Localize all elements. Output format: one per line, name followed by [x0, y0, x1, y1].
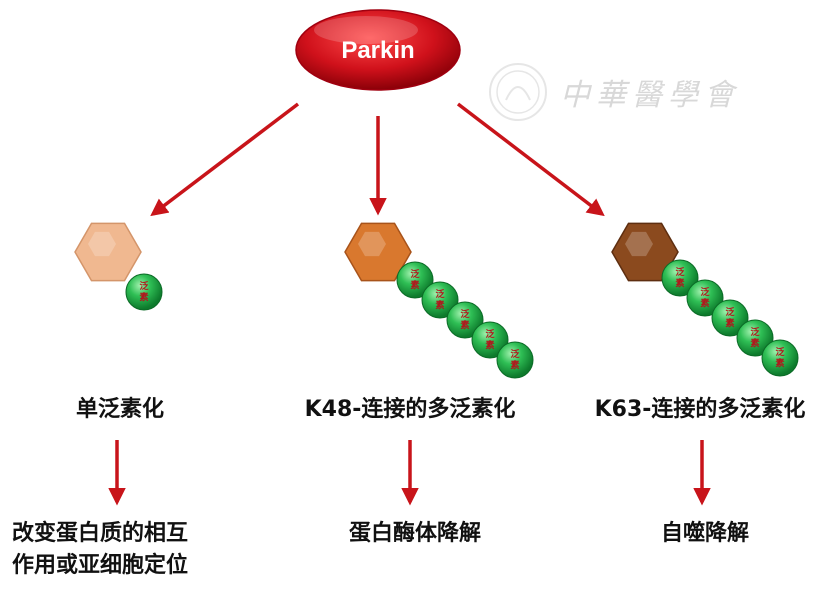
ubiquitin-circle — [125, 273, 163, 311]
ubiquitin-text: 素 — [675, 277, 684, 289]
ubiquitin-bead: 泛素 — [396, 261, 434, 299]
ubiquitin-text: 泛 — [460, 308, 469, 320]
ubiquitin-circle — [711, 299, 749, 337]
hexagon-highlight-3 — [625, 231, 653, 257]
ubiquitin-text: 素 — [485, 339, 494, 351]
ubiquitin-text: 泛 — [485, 328, 494, 340]
ubiquitin-circle — [661, 259, 699, 297]
arrow-to-k63 — [456, 102, 605, 217]
ubiquitin-circle — [736, 319, 774, 357]
ubiquitin-circle — [761, 339, 799, 377]
ubiquitin-bead: 泛素 — [125, 273, 163, 311]
ubiquitin-text: 素 — [139, 291, 148, 303]
k63-polyubiquitination-label: K63-连接的多泛素化 — [594, 397, 806, 422]
ubiquitin-text: 泛 — [435, 288, 444, 300]
ubiquitin-circle — [446, 301, 484, 339]
ubiquitin-bead: 泛素 — [471, 321, 509, 359]
watermark-seal — [489, 63, 547, 121]
ubiquitin-text: 素 — [510, 359, 519, 371]
ubiquitin-text: 泛 — [675, 266, 684, 278]
ubiquitin-bead: 泛素 — [711, 299, 749, 337]
ubiquitin-circle — [471, 321, 509, 359]
ubiquitin-circle — [686, 279, 724, 317]
mono-ubiquitination-label: 单泛素化 — [75, 397, 164, 422]
hexagon-highlight-1 — [88, 231, 116, 257]
parkin-label: Parkin — [341, 37, 414, 64]
ubiquitin-text: 素 — [775, 357, 784, 369]
ubiquitin-text: 泛 — [510, 348, 519, 360]
ubiquitin-bead: 泛素 — [661, 259, 699, 297]
ubiquitin-text: 泛 — [750, 326, 759, 338]
ubiquitin-text: 素 — [750, 337, 759, 349]
ubiquitin-text: 素 — [410, 279, 419, 291]
substrate-hexagon-3 — [611, 222, 679, 282]
ubiquitin-text: 泛 — [725, 306, 734, 318]
ubiquitin-text: 素 — [700, 297, 709, 309]
mono-outcome-line-2: 作用或亚细胞定位 — [12, 553, 189, 578]
ubiquitin-bead: 泛素 — [761, 339, 799, 377]
watermark-text: 中華醫學會 — [560, 78, 740, 113]
mono-outcome: 改变蛋白质的相互 作用或亚细胞定位 — [12, 518, 242, 582]
substrate-hexagon-2 — [344, 222, 412, 282]
ubiquitin-text: 泛 — [139, 280, 148, 292]
ubiquitin-bead: 泛素 — [421, 281, 459, 319]
ubiquitin-circle — [496, 341, 534, 379]
hexagon-highlight-2 — [358, 231, 386, 257]
substrate-hexagon-1 — [74, 222, 142, 282]
ubiquitin-text: 素 — [725, 317, 734, 329]
ubiquitin-bead: 泛素 — [446, 301, 484, 339]
k63-outcome: 自噬降解 — [660, 521, 749, 546]
ubiquitin-text: 素 — [435, 299, 444, 311]
ubiquitin-bead: 泛素 — [496, 341, 534, 379]
k48-outcome: 蛋白酶体降解 — [348, 521, 481, 546]
parkin-node: Parkin — [295, 9, 461, 91]
ubiquitin-bead: 泛素 — [686, 279, 724, 317]
ubiquitin-bead: 泛素 — [736, 319, 774, 357]
ubiquitin-text: 素 — [460, 319, 469, 331]
mono-outcome-line-1: 改变蛋白质的相互 — [12, 521, 189, 546]
ubiquitin-text: 泛 — [775, 346, 784, 358]
ubiquitin-text: 泛 — [700, 286, 709, 298]
ubiquitin-circle — [421, 281, 459, 319]
k48-polyubiquitination-label: K48-连接的多泛素化 — [304, 397, 516, 422]
arrow-to-mono — [150, 102, 300, 217]
ubiquitin-text: 泛 — [410, 268, 419, 280]
ubiquitin-circle — [396, 261, 434, 299]
